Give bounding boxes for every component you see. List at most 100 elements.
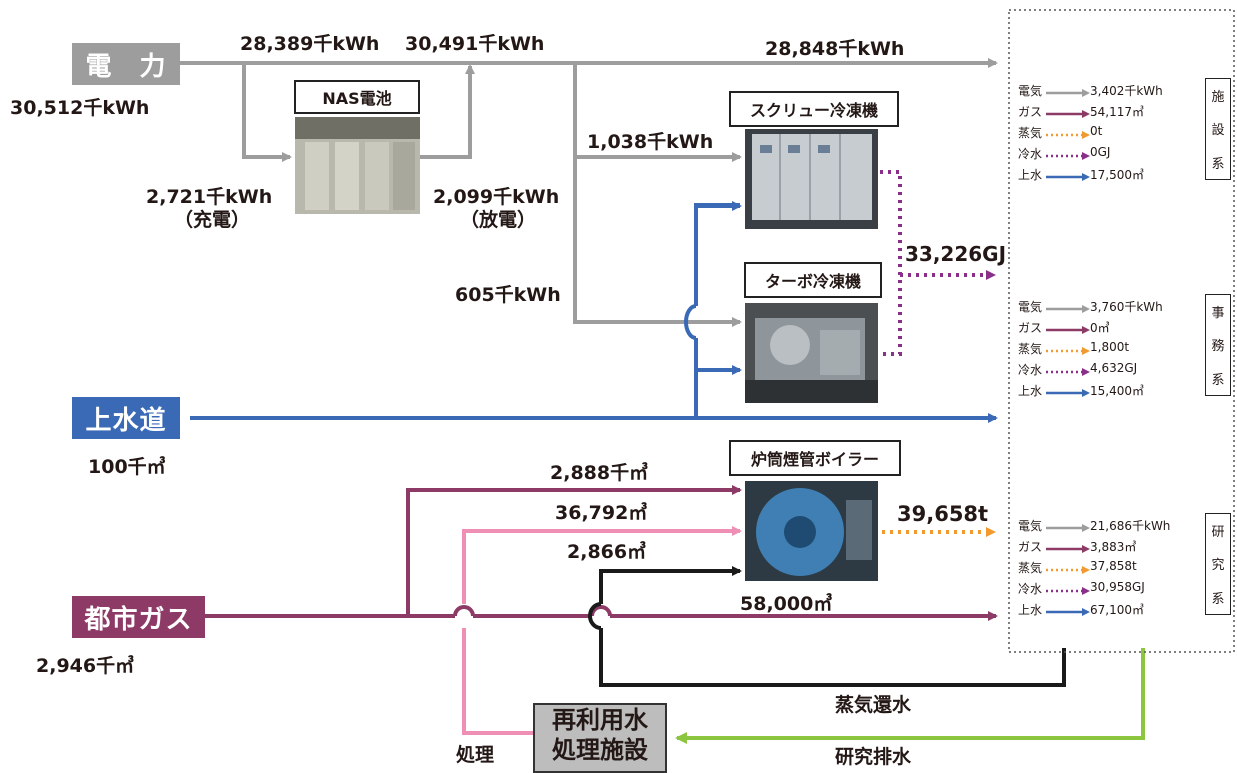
boiler-label: 炉筒煙管ボイラー [751,446,879,470]
panel-row-arrow-icon [1046,389,1090,397]
panel-row-name: 冷水 [1018,145,1048,162]
panel-row-arrow-icon [1046,89,1090,97]
flow-label-reuse-boiler: 36,792㎥ [555,502,647,524]
panel-row-arrow-icon [1046,110,1090,118]
turbo-chiller-label: ターボ冷凍機 [765,268,861,292]
panel-tag-char: 系 [1211,369,1224,388]
flow-label-steam-total: 39,658t [897,503,988,525]
panel-row-name: 上水 [1018,166,1048,183]
panel-row-name: 上水 [1018,382,1048,399]
boiler-label-box: 炉筒煙管ボイラー [729,440,901,476]
flow-label-charge-note: （充電） [174,209,250,231]
turbo-chiller-label-box: ターボ冷凍機 [744,262,882,298]
electricity-total: 30,512千kWh [10,97,149,119]
panel-row-value: 30,958GJ [1090,580,1145,594]
panel-tag-char: 事 [1211,302,1224,321]
panel-row-value: 67,100㎥ [1090,601,1144,618]
boiler-photo [745,481,878,581]
nas-battery-label: NAS電池 [322,85,391,109]
flow-label-chilled-total: 33,226GJ [905,243,1006,265]
gas-total: 2,946千㎥ [36,655,134,677]
panel-row-value: 0㎥ [1090,319,1110,336]
panel-row-name: ガス [1018,103,1048,120]
nas-battery-photo [295,117,420,214]
flow-label-steam-return-boiler: 2,866㎥ [567,541,646,563]
panel-row-arrow-icon [1046,347,1090,355]
panel-row-arrow-icon [1046,368,1090,376]
flow-label-gas-facilities: 58,000㎥ [740,593,832,615]
panel-row-name: 電気 [1018,298,1048,315]
panel-row-value: 3,760千kWh [1090,298,1163,315]
panel-row-name: 電気 [1018,82,1048,99]
nas-battery-label-box: NAS電池 [294,80,420,114]
panel-row-name: 電気 [1018,517,1048,534]
electricity-source-label: 電 力 [85,46,166,83]
panel-row-value: 3,402千kWh [1090,82,1163,99]
panel-row-arrow-icon [1046,173,1090,181]
panel-row-arrow-icon [1046,545,1090,553]
flow-label-nas-split: 28,389千kWh [240,33,379,55]
panel-row-arrow-icon [1046,566,1090,574]
research-drain-lines [677,648,1143,738]
panel-row-arrow-icon [1046,131,1090,139]
panel-row-arrow-icon [1046,524,1090,532]
reuse-facility-line1: 再利用水 [535,705,665,735]
panel-row-arrow-icon [1046,152,1090,160]
panel-tag-0: 施設系 [1205,78,1231,180]
panel-tag-2: 研究系 [1205,513,1231,615]
gas-source-label: 都市ガス [84,599,192,636]
water-source-box: 上水道 [72,397,180,439]
panel-row-name: 蒸気 [1018,124,1048,141]
panel-tag-char: 務 [1211,335,1224,354]
panel-row-value: 3,883㎥ [1090,538,1136,555]
treatment-label: 処理 [456,744,494,766]
flow-label-elec-facilities: 28,848千kWh [765,38,904,60]
panel-row-name: ガス [1018,319,1048,336]
panel-row-value: 4,632GJ [1090,361,1137,375]
panel-tag-char: 設 [1211,119,1224,138]
panel-tag-char: 施 [1211,86,1224,105]
reuse-water-facility-box: 再利用水 処理施設 [533,703,667,773]
panel-row-value: 54,117㎥ [1090,103,1144,120]
screw-chiller-label-box: スクリュー冷凍機 [729,91,899,127]
screw-chiller-photo [745,129,878,229]
panel-row-value: 0GJ [1090,145,1110,159]
reuse-facility-line2: 処理施設 [535,735,665,765]
panel-row-name: 蒸気 [1018,559,1048,576]
panel-row-name: ガス [1018,538,1048,555]
panel-row-arrow-icon [1046,326,1090,334]
flow-label-to-screw: 1,038千kWh [587,131,713,153]
steam-return-lines [590,571,1064,685]
panel-row-name: 蒸気 [1018,340,1048,357]
water-total: 100千㎥ [88,456,166,478]
panel-tag-char: 系 [1211,588,1224,607]
flow-label-discharge: 2,099千kWh [433,186,559,208]
flow-label-to-turbo: 605千kWh [455,284,561,306]
panel-row-value: 21,686千kWh [1090,517,1170,534]
panel-row-arrow-icon [1046,305,1090,313]
flow-label-nas-merged: 30,491千kWh [405,33,544,55]
flow-label-charge: 2,721千kWh [146,186,272,208]
panel-tag-char: 研 [1211,521,1224,540]
panel-row-name: 冷水 [1018,361,1048,378]
panel-row-name: 冷水 [1018,580,1048,597]
water-source-label: 上水道 [85,400,166,437]
panel-row-name: 上水 [1018,601,1048,618]
flow-label-discharge-note: （放電） [460,209,536,231]
steam-return-label: 蒸気還水 [835,694,911,716]
gas-source-box: 都市ガス [72,596,205,638]
panel-row-arrow-icon [1046,608,1090,616]
research-drain-label: 研究排水 [835,746,911,768]
panel-tag-char: 系 [1211,153,1224,172]
panel-row-value: 17,500㎥ [1090,166,1144,183]
panel-row-value: 0t [1090,124,1102,138]
flow-label-gas-boiler: 2,888千㎥ [550,462,648,484]
panel-row-value: 37,858t [1090,559,1137,573]
panel-row-value: 1,800t [1090,340,1129,354]
panel-row-value: 15,400㎥ [1090,382,1144,399]
screw-chiller-label: スクリュー冷凍機 [750,97,878,121]
panel-row-arrow-icon [1046,587,1090,595]
